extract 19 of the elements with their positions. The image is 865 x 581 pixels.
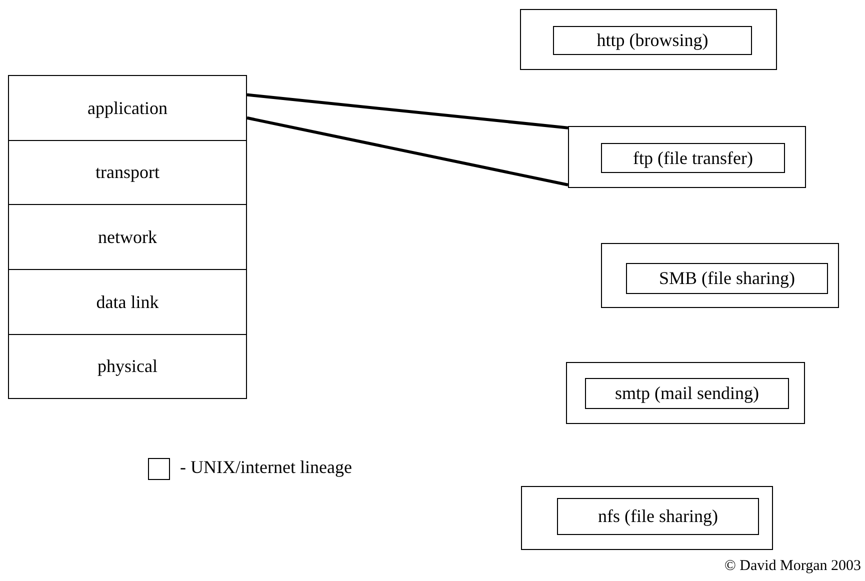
copyright-note: © David Morgan 2003	[724, 558, 861, 575]
outer-box	[520, 9, 777, 70]
layer-cell: physical	[8, 335, 247, 399]
legend-text: - UNIX/internet lineage	[180, 457, 352, 478]
outer-box	[568, 126, 806, 188]
connector-line	[246, 93, 568, 130]
protocol-box: SMB (file sharing)	[626, 263, 828, 294]
protocol-box: nfs (file sharing)	[557, 498, 759, 535]
protocol-box: http (browsing)	[553, 26, 752, 55]
layer-cell: transport	[8, 140, 247, 205]
outer-box	[601, 243, 839, 308]
layer-cell: application	[8, 75, 247, 141]
outer-box	[521, 486, 773, 550]
layer-cell: data link	[8, 270, 247, 335]
protocol-box: ftp (file transfer)	[601, 143, 785, 173]
layer-cell: network	[8, 205, 247, 270]
outer-box	[566, 362, 805, 424]
connector-line	[246, 116, 568, 186]
protocol-box: smtp (mail sending)	[585, 378, 789, 409]
